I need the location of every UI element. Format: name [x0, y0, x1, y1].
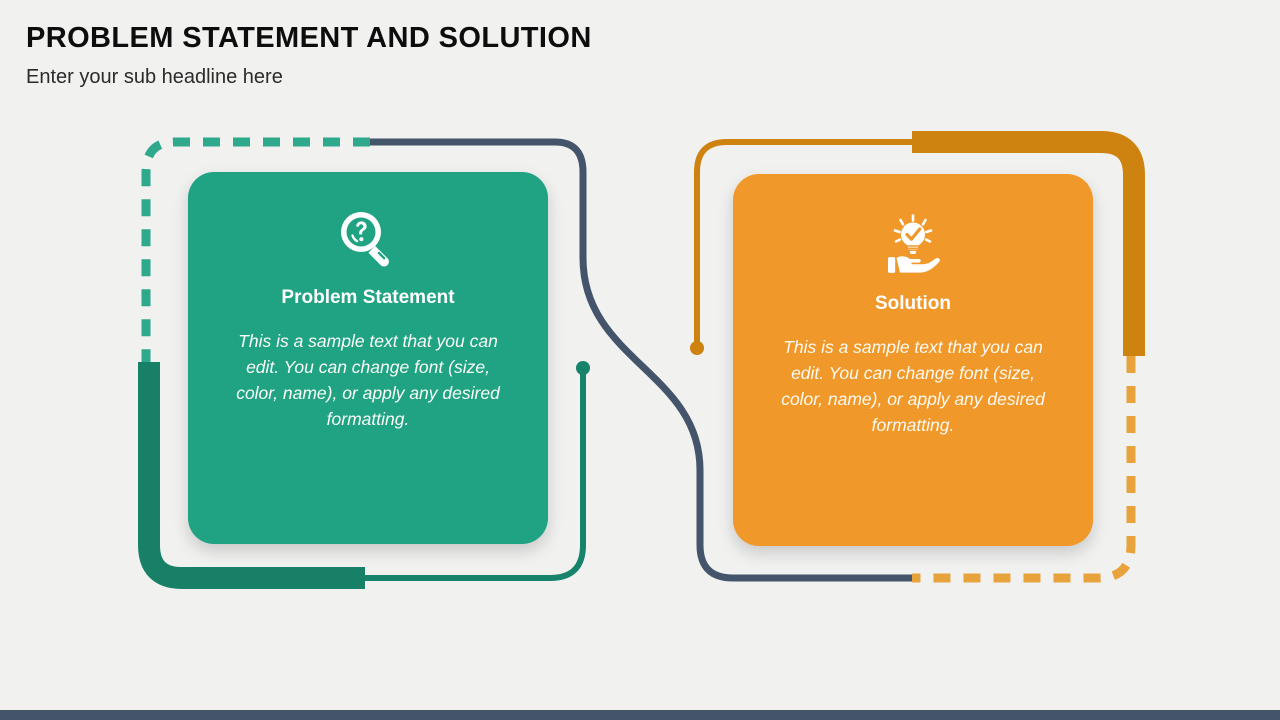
card-solution-title: Solution	[875, 293, 951, 314]
page-title: PROBLEM STATEMENT AND SOLUTION	[26, 22, 592, 54]
card-problem-body: This is a sample text that you can edit.…	[236, 331, 500, 429]
card-problem-title: Problem Statement	[281, 287, 455, 308]
slide-header: PROBLEM STATEMENT AND SOLUTION Enter you…	[26, 18, 592, 91]
hand-lightbulb-check-icon	[888, 214, 940, 273]
teal-terminal-dot	[576, 361, 590, 375]
card-problem-statement[interactable]: Problem Statement This is a sample text …	[188, 172, 548, 544]
orange-terminal-dot	[690, 341, 704, 355]
magnifier-question-icon	[341, 212, 389, 267]
page-subtitle: Enter your sub headline here	[26, 66, 283, 88]
bottom-accent-bar	[0, 710, 1280, 720]
card-solution-body: This is a sample text that you can edit.…	[781, 337, 1045, 435]
card-solution[interactable]: Solution This is a sample text that you …	[733, 174, 1093, 546]
